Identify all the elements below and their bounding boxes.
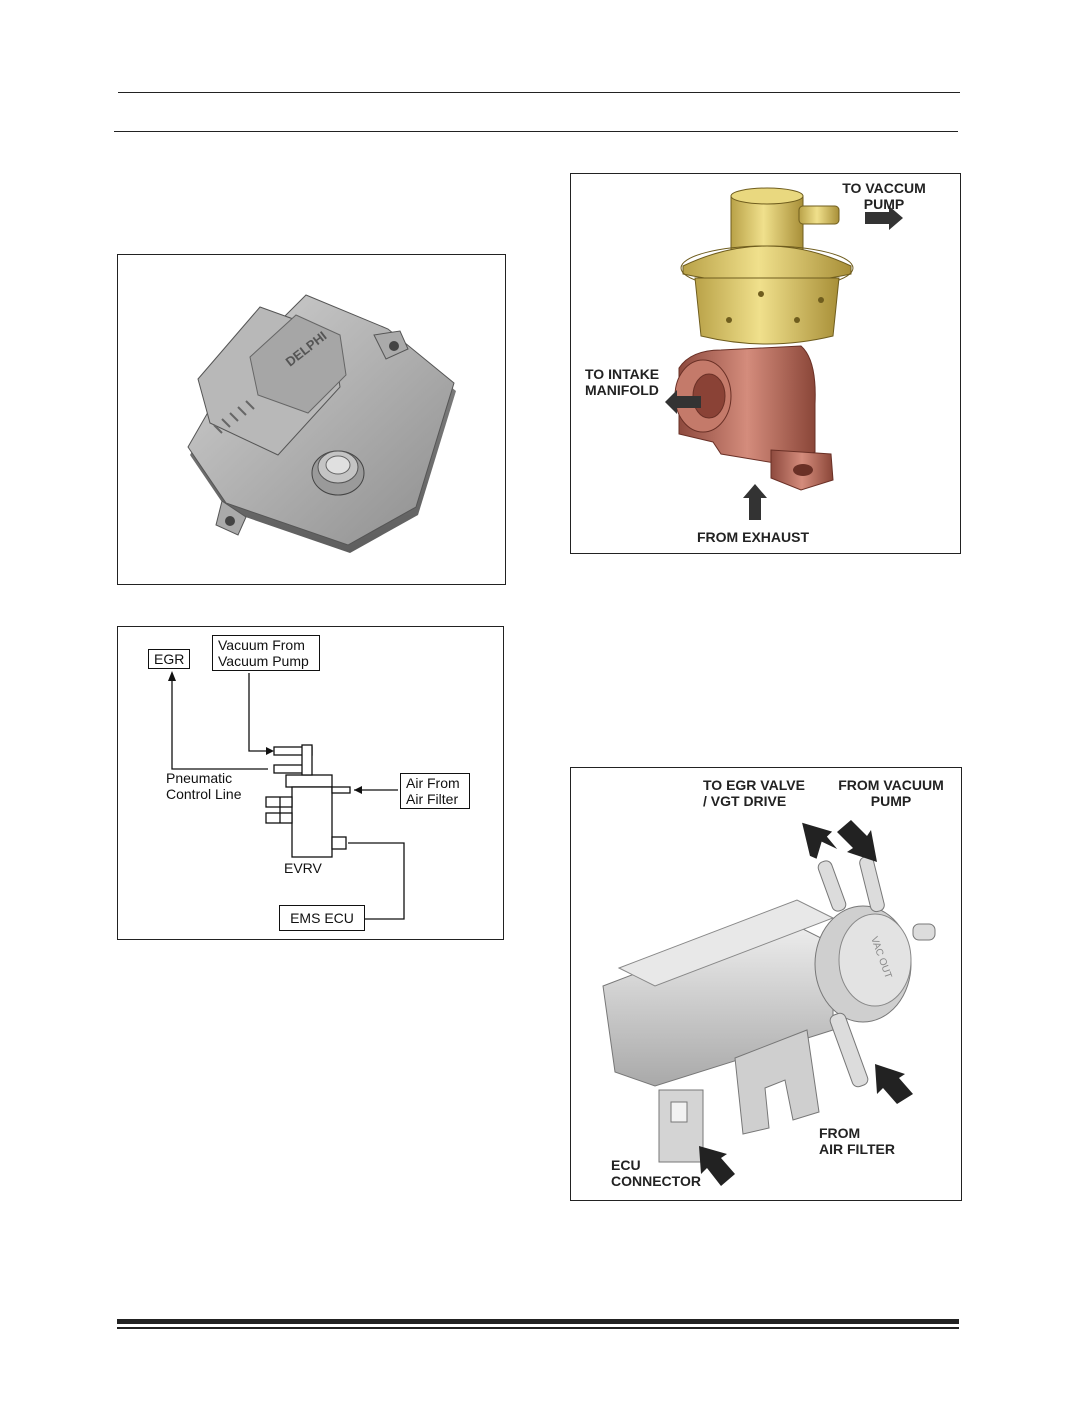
arrow-right-icon xyxy=(266,747,274,755)
label-to-vacuum-pump: TO VACCUM PUMP xyxy=(842,180,926,212)
header-rule-bottom xyxy=(114,131,958,132)
label-from-air-filter: FROM AIR FILTER xyxy=(819,1125,895,1157)
arrow-up-left-icon xyxy=(875,1064,913,1104)
label-ecu-connector: ECU CONNECTOR xyxy=(611,1157,701,1189)
arrow-up-icon xyxy=(743,484,767,520)
schematic-lines xyxy=(168,671,405,920)
arrow-right-icon xyxy=(865,206,903,230)
egr-valve-illustration xyxy=(665,187,903,520)
arrow-up-icon xyxy=(168,671,176,681)
footer-rule-thick xyxy=(117,1319,959,1324)
arrow-left-icon xyxy=(354,786,362,794)
figure-schematic: EGR Vacuum From Vacuum Pump Pneumatic Co… xyxy=(117,626,504,940)
label-to-egr-valve-vgt: TO EGR VALVE / VGT DRIVE xyxy=(703,777,805,809)
label-from-vacuum-pump: FROM VACUUM PUMP xyxy=(838,777,944,809)
arrow-left-icon xyxy=(665,390,701,414)
label-pneumatic-control-line: Pneumatic Control Line xyxy=(166,770,242,802)
ecu-illustration: DELPHI xyxy=(187,294,456,553)
arrow-down-right-icon xyxy=(837,820,877,862)
figure-evrv: VAC OUT TO EGR VALVE / VGT DRIVE FROM VA… xyxy=(570,767,962,1201)
label-to-intake-manifold: TO INTAKE MANIFOLD xyxy=(585,366,660,398)
box-egr: EGR xyxy=(148,649,191,669)
label-from-exhaust: FROM EXHAUST xyxy=(697,529,809,545)
box-air-filter: Air From Air Filter xyxy=(400,773,470,809)
arrow-up-left-icon xyxy=(802,822,838,859)
evrv-illustration: VAC OUT xyxy=(602,820,936,1186)
arrow-up-left-icon xyxy=(699,1146,735,1186)
label-evrv: EVRV xyxy=(284,860,322,876)
header-rule-top xyxy=(118,92,960,93)
box-ems-ecu: EMS ECU xyxy=(279,905,365,931)
box-vacuum-pump: Vacuum From Vacuum Pump xyxy=(212,635,320,671)
figure-ecu: DELPHI xyxy=(117,254,506,585)
figure-egr-valve: TO VACCUM PUMP TO INTAKE MANIFOLD FROM E… xyxy=(570,173,961,554)
footer-rule-thin xyxy=(117,1327,959,1329)
